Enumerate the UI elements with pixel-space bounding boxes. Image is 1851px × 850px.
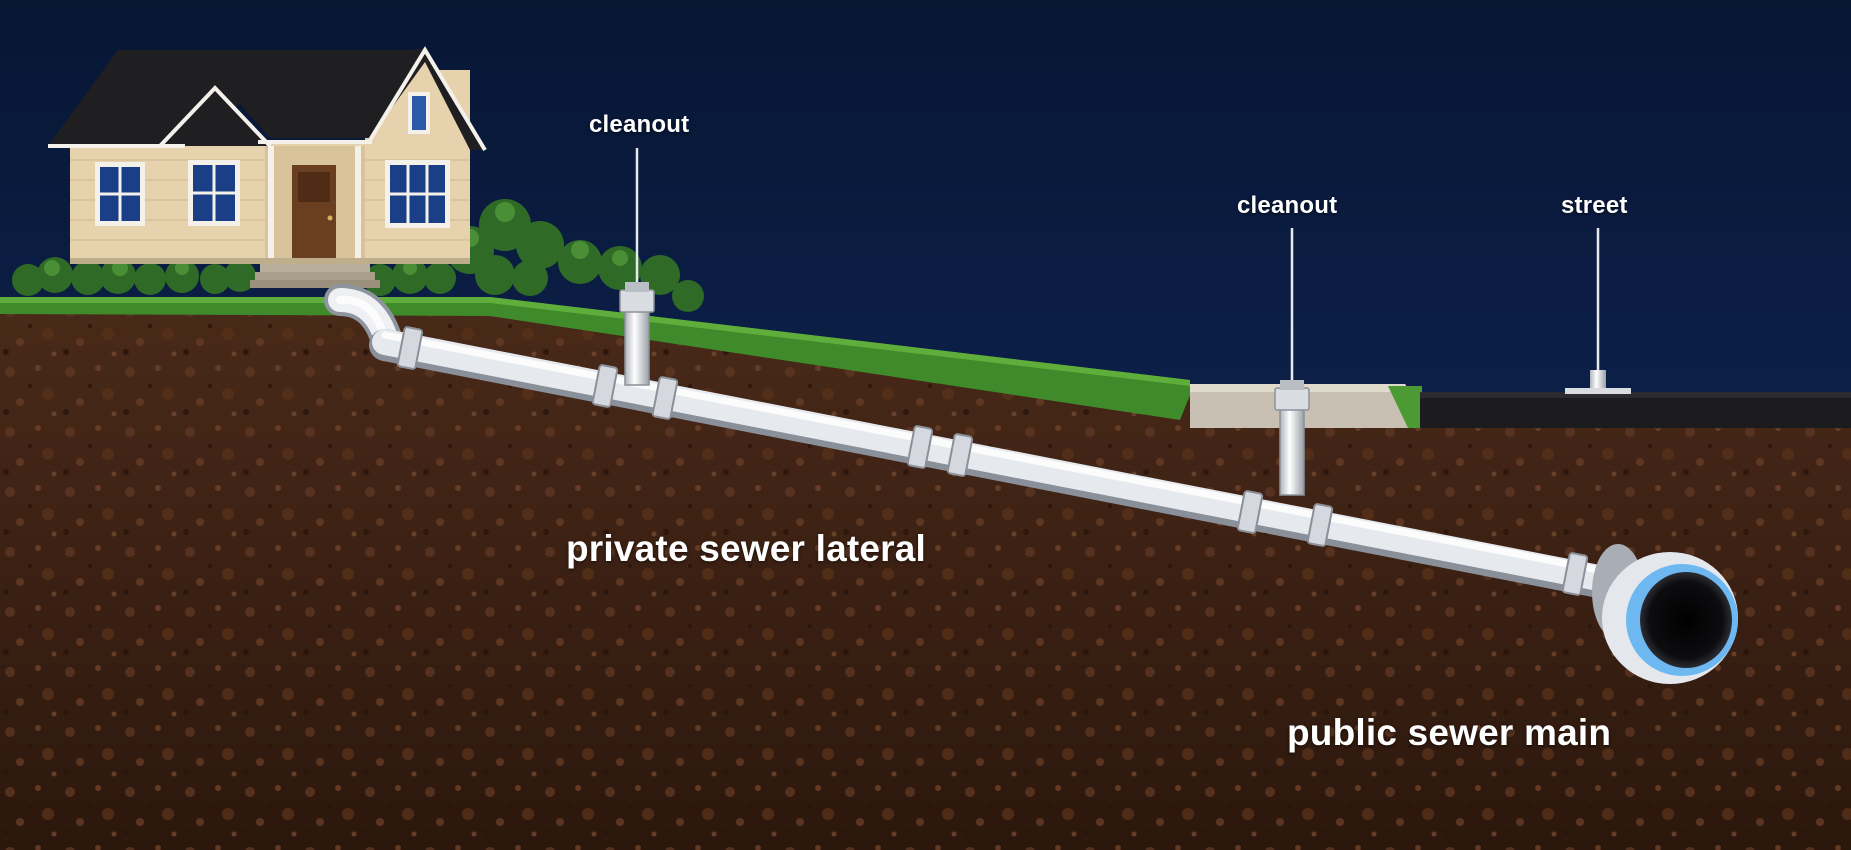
porch-post-left bbox=[268, 146, 274, 266]
sidewalk-grass-strip bbox=[1388, 386, 1422, 428]
lawn-grass-highlight bbox=[0, 297, 1190, 386]
pipe-body bbox=[372, 329, 1653, 599]
public-sewer-main-pipe bbox=[1592, 544, 1738, 684]
street-label: street bbox=[1561, 192, 1628, 219]
cleanout-label-house: cleanout bbox=[589, 111, 690, 138]
house-icon bbox=[48, 46, 487, 288]
cleanout-label-sidewalk: cleanout bbox=[1237, 192, 1338, 219]
porch-steps bbox=[260, 264, 370, 272]
house-roof-dormer bbox=[160, 88, 270, 146]
pipe-couplings bbox=[396, 326, 1589, 596]
street-marker-icon bbox=[1565, 228, 1631, 394]
private-sewer-lateral-pipe bbox=[324, 284, 1656, 606]
main-pipe-bore bbox=[1640, 572, 1732, 668]
cleanout-riser-icon bbox=[619, 148, 655, 386]
house-roof bbox=[48, 48, 485, 150]
lawn-grass bbox=[0, 297, 1190, 420]
public-sewer-main-label: public sewer main bbox=[1287, 712, 1612, 753]
soil-texture bbox=[0, 300, 1851, 850]
pipe-highlight bbox=[381, 331, 1644, 582]
cleanout-riser-icon bbox=[1274, 228, 1310, 496]
porch-post-right bbox=[355, 146, 361, 266]
private-sewer-lateral-label: private sewer lateral bbox=[566, 528, 927, 569]
street-asphalt-top bbox=[1420, 392, 1851, 398]
house-windows bbox=[95, 92, 450, 228]
